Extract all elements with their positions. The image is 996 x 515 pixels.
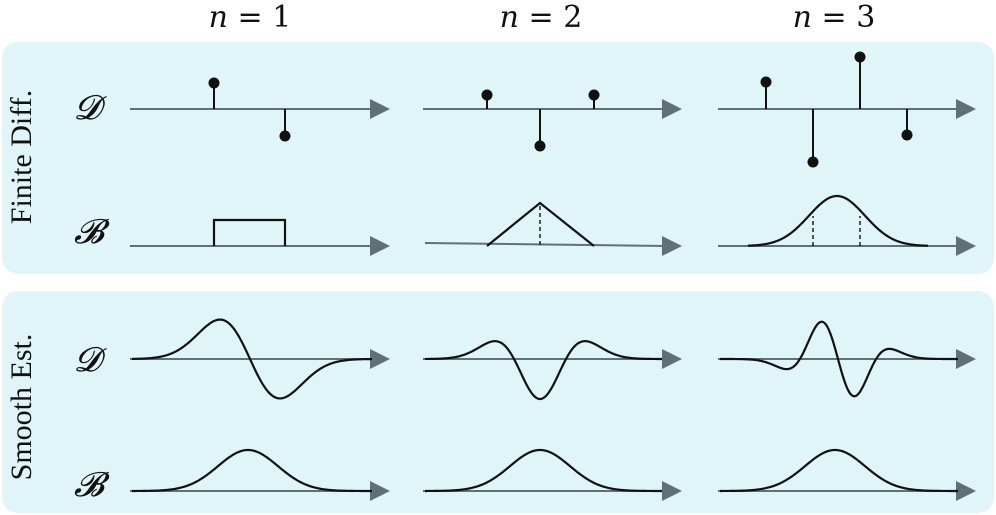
row-label-smooth-b: 𝓑: [74, 465, 104, 505]
fd-d-n1-neg-dot: [279, 130, 291, 142]
se-b-n2-axis-arrow: [662, 481, 682, 501]
fd-d-n2-mid-dot: [534, 140, 546, 152]
se-d-n3-curve: [720, 320, 958, 398]
fd-b-n2-axis-line: [424, 242, 669, 247]
se-b-n3-axis-arrow: [956, 481, 976, 501]
se-d-n3-axis-arrow: [956, 349, 976, 369]
se-d-n1-curve: [131, 318, 373, 400]
fd-b-n2-triangle: [486, 201, 595, 247]
fd-d-n2-left-dot: [481, 89, 493, 101]
column-header-n1: n = 1: [208, 0, 292, 35]
fd-b-n1-box: [212, 218, 287, 246]
se-b-n1-bell: [131, 448, 372, 493]
fd-d-n3-axis-arrow: [956, 99, 976, 119]
fd-b-n2-axis-arrow: [662, 236, 682, 256]
fd-d-n2-axis-arrow: [662, 99, 682, 119]
se-d-n2-axis-arrow: [662, 349, 682, 369]
se-d-n1-axis-arrow: [370, 349, 390, 369]
fd-b-n3-axis-arrow: [956, 236, 976, 256]
fd-b-n3-bell: [747, 194, 929, 247]
fd-b-n1-axis-arrow: [370, 236, 390, 256]
column-header-n3: n = 3: [792, 0, 876, 35]
se-d-n2-curve: [424, 340, 663, 401]
fd-d-n3-b-dot: [807, 156, 819, 168]
column-header-n2: n = 2: [499, 0, 583, 35]
fd-d-n3-d-dot: [901, 129, 913, 141]
row-label-finite-d: 𝓓: [74, 88, 101, 128]
se-b-n3-bell: [720, 448, 958, 493]
fd-d-n3-a-dot: [760, 76, 772, 88]
finite-diff-panel: [2, 42, 994, 274]
row-label-smooth-d: 𝓓: [74, 340, 101, 380]
fd-d-n2-right-dot: [588, 89, 600, 101]
fd-d-n1-pos-dot: [208, 77, 220, 89]
fd-d-n1-axis-arrow: [370, 99, 390, 119]
fd-d-n3-c-dot: [854, 51, 866, 63]
se-b-n2-bell: [425, 448, 662, 493]
row-label-finite-b: 𝓑: [74, 212, 104, 252]
se-b-n1-axis-arrow: [370, 481, 390, 501]
